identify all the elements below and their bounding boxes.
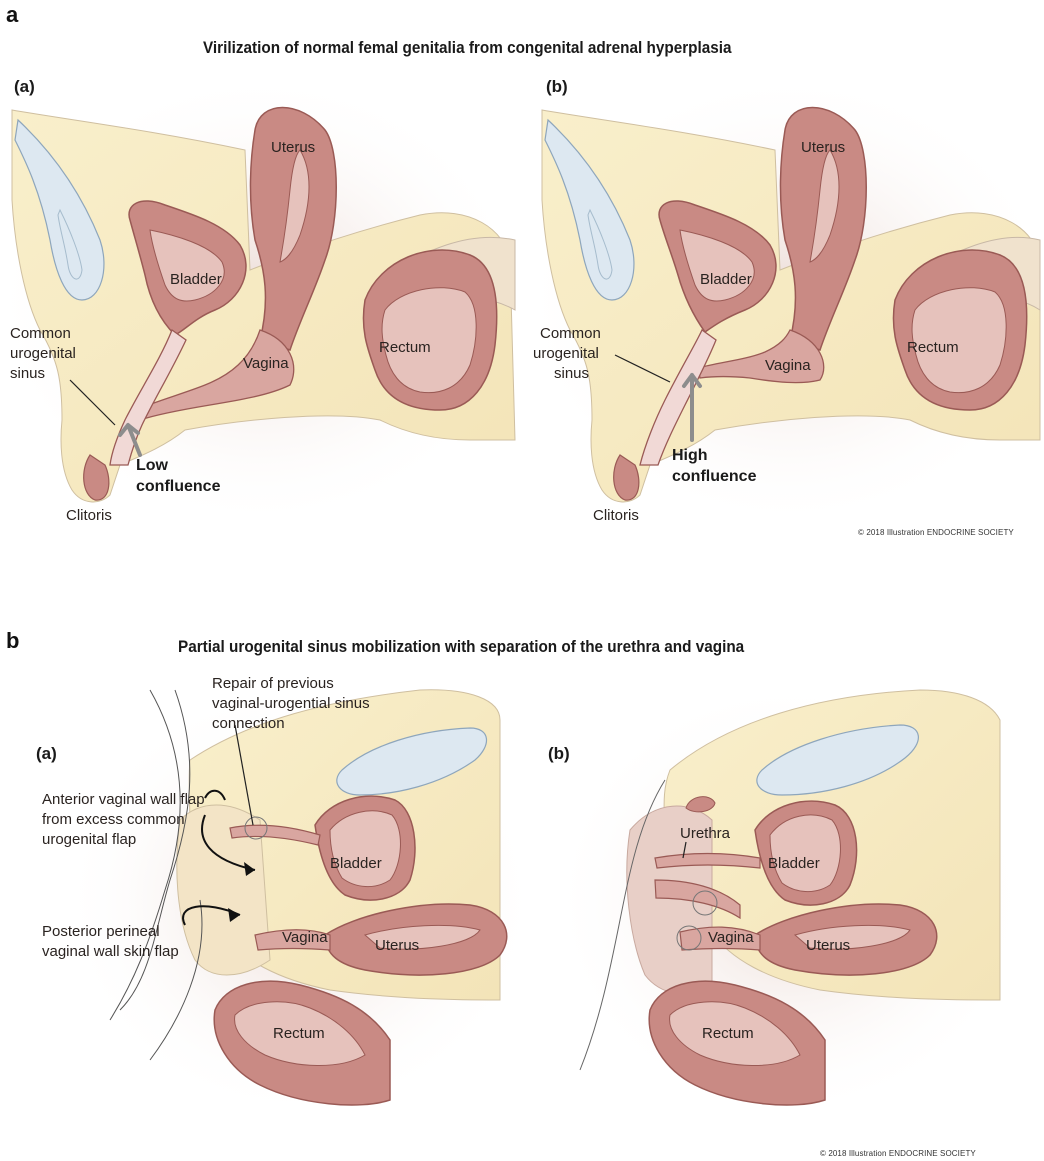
bladder-label: Bladder xyxy=(700,271,752,288)
bladder-label: Bladder xyxy=(170,271,222,288)
uterus-label: Uterus xyxy=(271,139,315,156)
bladder-lumen xyxy=(770,815,840,892)
anterior-flap-label-line1: Anterior vaginal wall flap xyxy=(42,791,205,808)
bladder-lumen xyxy=(330,811,400,887)
copyright-notice: © 2018 Illustration ENDOCRINE SOCIETY xyxy=(858,528,1014,537)
bladder-label: Bladder xyxy=(330,855,382,872)
clitoris-label: Clitoris xyxy=(593,507,639,524)
uterus-label: Uterus xyxy=(806,937,850,954)
rectum-label: Rectum xyxy=(702,1025,754,1042)
rectum-label: Rectum xyxy=(379,339,431,356)
figure-b-right-diagram xyxy=(550,680,1030,1120)
anterior-flap-label-line3: urogenital flap xyxy=(42,831,136,848)
posterior-flap-label-line1: Posterior perineal xyxy=(42,923,160,940)
confluence-label-line2: confluence xyxy=(136,478,221,495)
uterus-label: Uterus xyxy=(375,937,419,954)
figure-a-right-diagram xyxy=(520,70,1044,530)
rectum-label: Rectum xyxy=(907,339,959,356)
common-label-line1: Common xyxy=(10,325,71,342)
urethra-label: Urethra xyxy=(680,825,731,842)
common-label-line2: urogenital xyxy=(10,345,76,362)
common-label-line3: sinus xyxy=(554,365,589,382)
common-label-line1: Common xyxy=(540,325,601,342)
repair-label-line1: Repair of previous xyxy=(212,675,334,692)
common-label-line3: sinus xyxy=(10,365,45,382)
copyright-notice: © 2018 Illustration ENDOCRINE SOCIETY xyxy=(820,1149,976,1158)
anterior-flap-label-line2: from excess common xyxy=(42,811,185,828)
uterus-label: Uterus xyxy=(801,139,845,156)
repair-label-line3: connection xyxy=(212,715,285,732)
vagina-label: Vagina xyxy=(708,929,754,946)
repair-label-line2: vaginal-urogential sinus xyxy=(212,695,370,712)
figure-b-left-diagram xyxy=(60,680,540,1120)
clitoris-label: Clitoris xyxy=(66,507,112,524)
confluence-label-line1: Low xyxy=(136,457,169,474)
vagina-label: Vagina xyxy=(282,929,328,946)
posterior-flap-label-line2: vaginal wall skin flap xyxy=(42,943,179,960)
confluence-label-line2: confluence xyxy=(672,468,757,485)
common-label-line2: urogenital xyxy=(533,345,599,362)
bladder-label: Bladder xyxy=(768,855,820,872)
figure-a-left-diagram xyxy=(0,70,530,530)
vagina-label: Vagina xyxy=(243,355,289,372)
confluence-label-line1: High xyxy=(672,447,708,464)
vagina-label: Vagina xyxy=(765,357,811,374)
rectum-label: Rectum xyxy=(273,1025,325,1042)
